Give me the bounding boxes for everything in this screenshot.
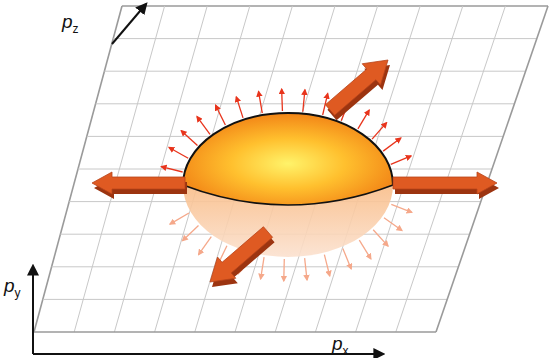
small-arrow [343, 249, 351, 269]
grid-line [34, 331, 436, 333]
block-arrow [92, 172, 185, 194]
small-arrow [383, 138, 401, 151]
grid-plane [34, 6, 548, 332]
grid-line [396, 6, 506, 332]
ellipsoid-equator [183, 185, 393, 205]
small-arrow [199, 237, 212, 255]
small-arrow [305, 258, 307, 280]
small-arrow [384, 218, 402, 231]
small-arrows-upper [161, 89, 411, 172]
small-arrow [372, 123, 387, 140]
small-arrow [373, 230, 388, 246]
small-arrow [197, 117, 210, 135]
small-arrow [281, 89, 283, 111]
small-arrow [169, 147, 188, 158]
grid-line [43, 299, 447, 300]
small-arrow [236, 97, 243, 118]
small-arrow [358, 110, 369, 129]
small-arrow [283, 259, 285, 281]
grid-line [436, 6, 548, 332]
small-arrow [261, 257, 264, 279]
axis-label: py [4, 276, 21, 299]
px-axis [33, 353, 383, 355]
small-arrow [391, 204, 411, 212]
small-arrow [324, 255, 329, 276]
block-arrow [393, 172, 497, 194]
ellipsoid-upper-half [183, 113, 393, 205]
block-arrow [325, 60, 388, 115]
axis-label: pz [62, 12, 79, 35]
small-arrow [259, 91, 263, 113]
py-axis [32, 266, 34, 354]
small-arrow [391, 156, 411, 164]
small-arrow [161, 167, 182, 172]
block-arrow [210, 227, 273, 282]
axis-label: px [332, 334, 349, 357]
small-arrow [303, 90, 305, 112]
grid-line [52, 266, 459, 267]
small-arrow [170, 213, 189, 224]
flow-arrows [92, 60, 499, 287]
small-arrow [216, 105, 226, 125]
small-arrow [183, 226, 199, 241]
small-arrow [359, 240, 371, 259]
small-arrow [181, 131, 197, 146]
pz-axis [112, 4, 146, 44]
